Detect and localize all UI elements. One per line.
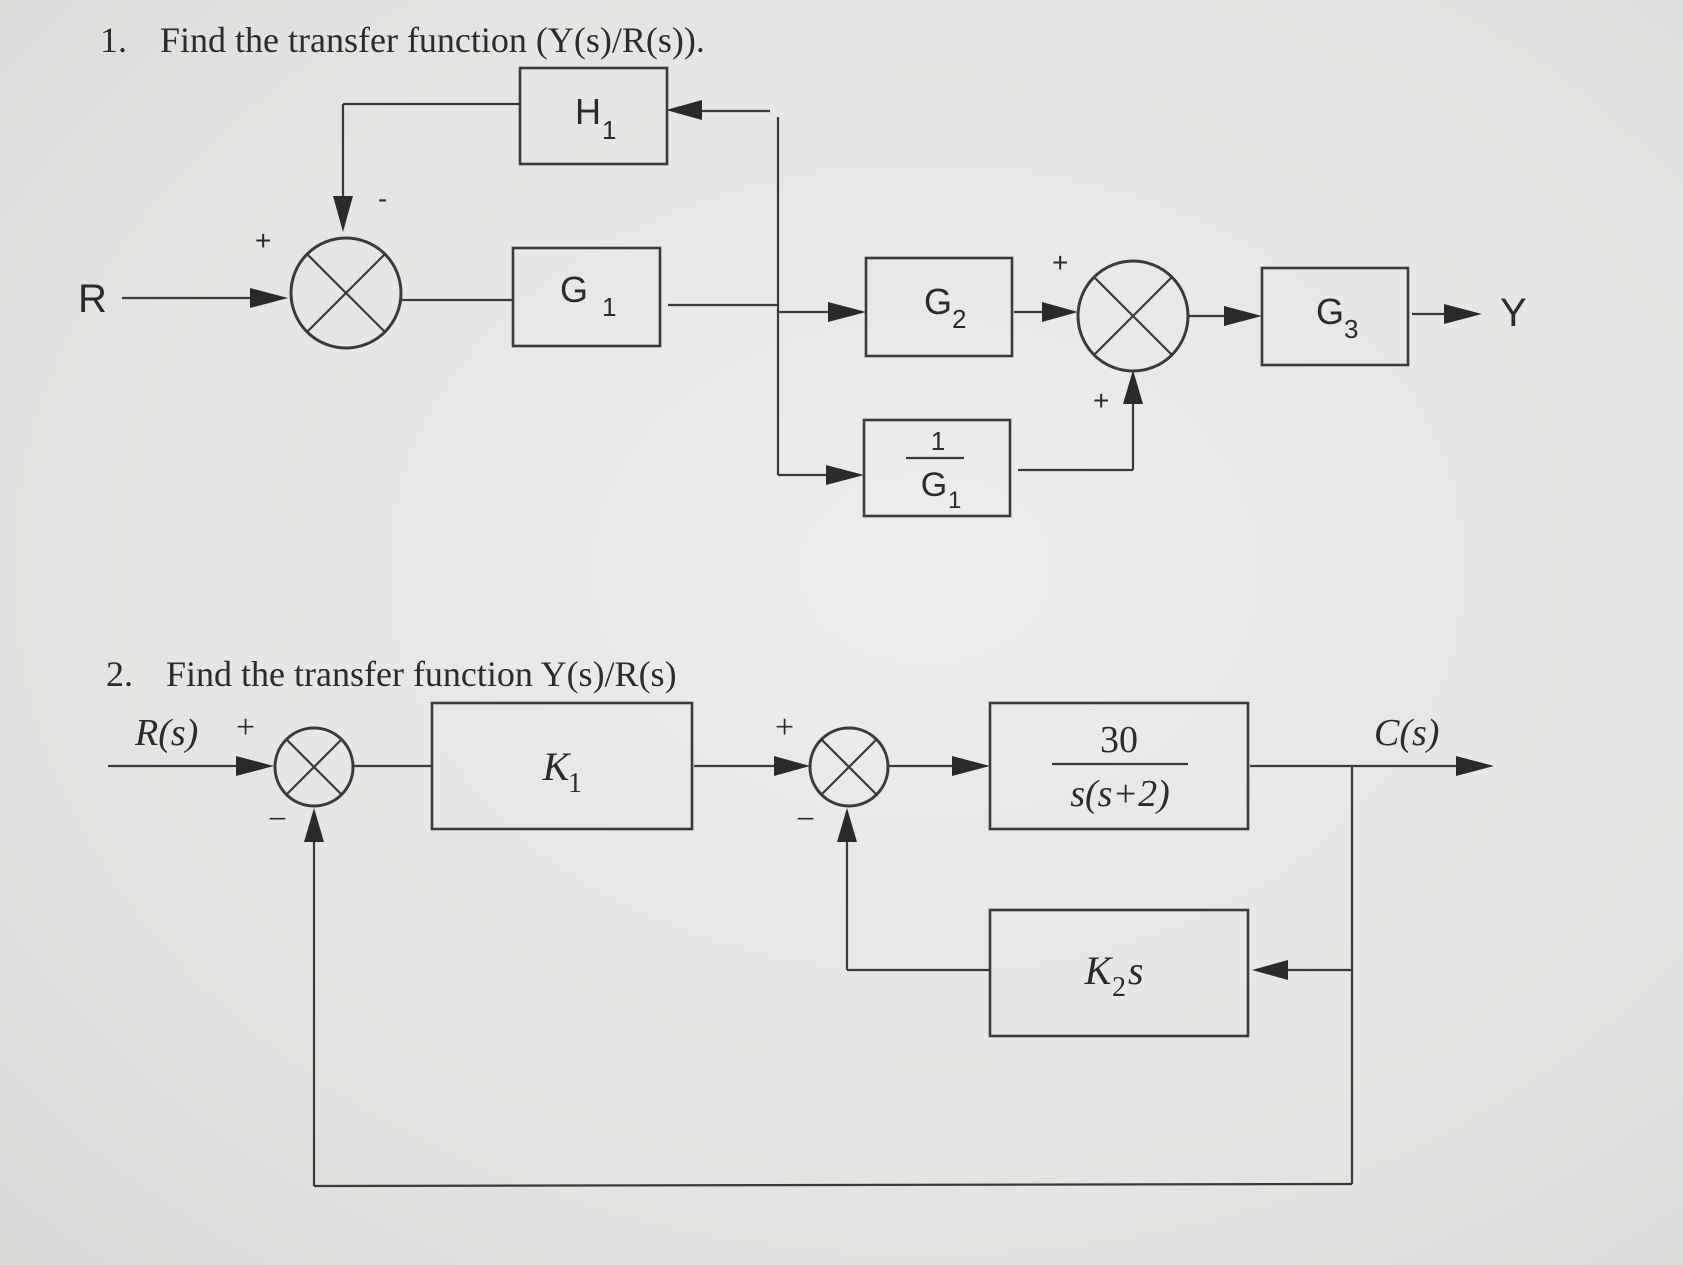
- arrow-head: [826, 465, 864, 485]
- arrow-head: [333, 196, 353, 232]
- block-inv-g1-den-sub: 1: [948, 487, 961, 514]
- block-k2s-base: K: [1084, 948, 1114, 993]
- summing-junction-p2-2: [808, 726, 890, 808]
- block-h1: [518, 66, 669, 166]
- summing-junction-1: [289, 236, 403, 350]
- block-k1: [430, 701, 694, 831]
- problem-1-title: Find the transfer function (Y(s)/R(s)).: [160, 20, 705, 60]
- output-label-cs: C(s): [1374, 712, 1439, 754]
- block-k2s: [988, 908, 1250, 1038]
- sign-sum2-bottom: +: [1093, 385, 1109, 416]
- block-inv-g1-den-base: G: [921, 466, 947, 504]
- arrow-head: [952, 756, 990, 776]
- sign-p2-sum1-input: +: [236, 709, 255, 746]
- problem-2: 2. Find the transfer function Y(s)/R(s) …: [106, 654, 1494, 1188]
- block-inv-g1: [862, 418, 1012, 518]
- problem-2-number: 2.: [106, 654, 133, 694]
- block-k2s-sub: 2: [1112, 972, 1126, 1003]
- input-label-r: R: [78, 277, 107, 321]
- summing-junction-p2-1: [273, 726, 355, 808]
- arrow-head: [250, 288, 288, 308]
- block-g3-sub: 3: [1344, 314, 1358, 344]
- output-label-y: Y: [1500, 291, 1527, 335]
- problem-1: 1. Find the transfer function (Y(s)/R(s)…: [78, 20, 1527, 518]
- block-plant: [988, 701, 1250, 831]
- arrow-head: [1123, 370, 1143, 404]
- problem-1-number: 1.: [100, 20, 127, 60]
- block-g2: [864, 256, 1014, 358]
- arrow-head: [666, 100, 702, 120]
- block-g2-base: G: [924, 281, 952, 322]
- sign-sum1-feedback: -: [378, 183, 387, 214]
- arrow-head: [1456, 756, 1494, 776]
- block-inv-g1-num: 1: [931, 426, 945, 456]
- sign-p2-sum2-feedback: −: [796, 801, 815, 838]
- arrow-head: [304, 808, 324, 842]
- block-k1-sub: 1: [568, 768, 582, 799]
- arrow-head: [1042, 302, 1078, 322]
- problem-2-title: Find the transfer function Y(s)/R(s): [166, 654, 677, 694]
- arrow-head: [828, 302, 866, 322]
- block-h1-base: H: [575, 91, 601, 132]
- block-g1-base: G: [560, 269, 588, 310]
- sign-p2-sum2-input: +: [775, 709, 794, 746]
- block-g2-sub: 2: [952, 304, 966, 334]
- arrow-head: [1252, 960, 1288, 980]
- wire-outer-feedback: [313, 1182, 1353, 1188]
- sign-p2-sum1-feedback: −: [268, 801, 287, 838]
- block-k2s-tail: s: [1128, 948, 1144, 993]
- input-label-rs: R(s): [134, 712, 198, 754]
- arrow-head: [774, 756, 810, 776]
- arrow-head: [837, 808, 857, 842]
- block-plant-den: s(s+2): [1070, 773, 1170, 815]
- block-g3: [1260, 266, 1410, 367]
- arrow-head: [1444, 304, 1482, 324]
- block-h1-sub: 1: [602, 115, 616, 145]
- arrow-head: [236, 756, 274, 776]
- block-g1: [511, 246, 662, 348]
- block-g1-sub: 1: [602, 292, 616, 322]
- block-plant-num: 30: [1100, 719, 1138, 761]
- sign-sum2-top: +: [1052, 247, 1068, 278]
- block-g3-base: G: [1316, 291, 1344, 332]
- summing-junction-2: [1076, 259, 1190, 373]
- sign-sum1-input: +: [255, 225, 271, 256]
- arrow-head: [1224, 306, 1262, 326]
- block-k1-base: K: [542, 744, 572, 789]
